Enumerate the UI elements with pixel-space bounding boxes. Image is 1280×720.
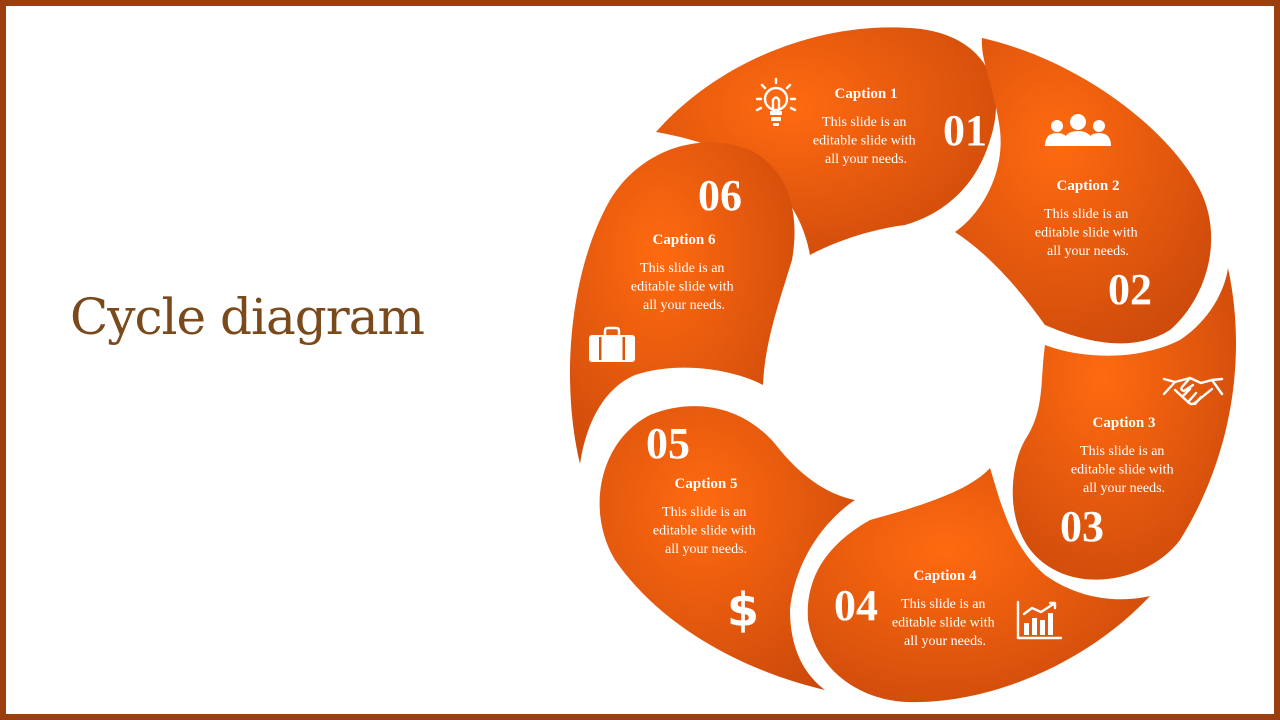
segment-caption: Caption 2 <box>1057 178 1120 194</box>
segment-shape <box>807 468 1150 703</box>
segment-number: 01 <box>943 106 987 155</box>
segment-shape <box>599 406 855 690</box>
segment-caption: Caption 1 <box>835 86 898 102</box>
segment-caption: Caption 5 <box>675 476 738 492</box>
segment-number: 02 <box>1108 265 1152 314</box>
people-icon <box>1045 114 1111 146</box>
segment-description: This slide is an editable slide with all… <box>813 115 919 167</box>
segment-number: 04 <box>834 581 878 630</box>
segment-description: This slide is an editable slide with all… <box>892 597 998 649</box>
segment-number: 05 <box>646 419 690 468</box>
cycle-segment-3[interactable]: Caption 3 This slide is an editable slid… <box>1012 268 1237 580</box>
segment-description: This slide is an editable slide with all… <box>631 261 737 313</box>
segment-caption: Caption 3 <box>1093 415 1156 431</box>
segment-description: This slide is an editable slide with all… <box>1035 207 1141 259</box>
dollar-icon: $ <box>727 583 759 637</box>
segment-shape <box>570 142 795 464</box>
segment-caption: Caption 4 <box>914 568 977 584</box>
cycle-segment-5[interactable]: $ Caption 5 This slide is an editable sl… <box>599 406 855 690</box>
briefcase-icon <box>589 326 635 362</box>
segment-description: This slide is an editable slide with all… <box>653 505 759 557</box>
segment-shape <box>656 27 997 256</box>
cycle-segment-4[interactable]: Caption 4 This slide is an editable slid… <box>807 468 1150 703</box>
segment-number: 03 <box>1060 502 1104 551</box>
page-title: Cycle diagram <box>70 288 425 346</box>
bar-chart-icon <box>1016 600 1063 640</box>
segment-caption: Caption 6 <box>653 232 716 248</box>
lightbulb-icon <box>755 77 797 126</box>
segment-shape <box>955 38 1212 344</box>
cycle-segment-1[interactable]: Caption 1 This slide is an editable slid… <box>656 27 997 256</box>
segment-description: This slide is an editable slide with all… <box>1071 444 1177 496</box>
cycle-segment-6[interactable]: Caption 6 This slide is an editable slid… <box>570 142 795 464</box>
svg-text:$: $ <box>727 583 759 637</box>
segment-number: 06 <box>698 171 742 220</box>
handshake-icon <box>1162 376 1224 406</box>
cycle-segment-2[interactable]: Caption 2 This slide is an editable slid… <box>955 38 1212 344</box>
segment-shape <box>1012 268 1237 580</box>
